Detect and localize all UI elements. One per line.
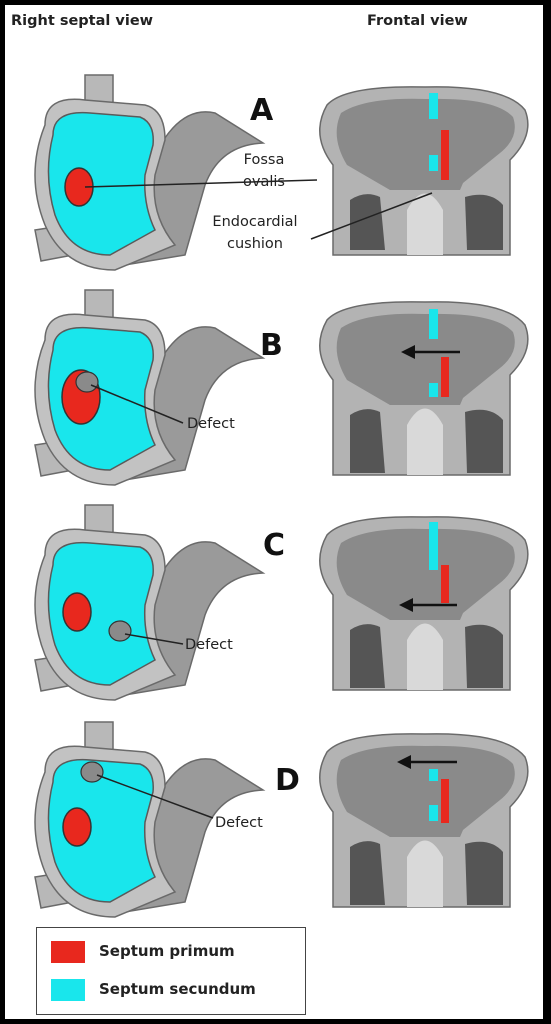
legend: Septum primum Septum secundum	[36, 927, 306, 1015]
diagram-canvas: Right septal view Frontal view A Fossa o	[5, 5, 543, 1019]
label-fossa: Fossa	[233, 150, 295, 170]
legend-swatch-septum-secundum	[51, 979, 85, 1001]
panel-a-letter: A	[250, 93, 273, 128]
defect-d-septal	[81, 762, 103, 782]
label-ovalis: ovalis	[233, 172, 295, 192]
label-endocardial: Endocardial	[195, 212, 315, 232]
panel-c-letter: C	[263, 528, 285, 563]
label-cushion: cushion	[195, 234, 315, 254]
label-defect-d: Defect	[215, 813, 263, 833]
panel-c-septal-view	[35, 505, 263, 700]
panel-b-illustration	[5, 285, 543, 485]
legend-label-septum-secundum: Septum secundum	[99, 980, 256, 998]
panel-d-illustration	[5, 717, 543, 917]
panel-c-frontal-view	[320, 517, 528, 690]
panel-b-letter: B	[260, 328, 283, 363]
label-defect-b: Defect	[187, 414, 235, 434]
panel-a-frontal-view	[311, 87, 528, 255]
header-frontal-view: Frontal view	[367, 13, 468, 29]
legend-label-septum-primum: Septum primum	[99, 942, 235, 960]
defect-b-septal	[76, 372, 98, 392]
legend-swatch-septum-primum	[51, 941, 85, 963]
panel-d-letter: D	[275, 763, 300, 798]
panel-b-frontal-view	[320, 302, 528, 475]
panel-d-frontal-view	[320, 734, 528, 907]
label-defect-c: Defect	[185, 635, 233, 655]
defect-c-septal	[109, 621, 131, 641]
header-right-septal-view: Right septal view	[11, 13, 153, 29]
panel-b-septal-view	[35, 290, 263, 485]
